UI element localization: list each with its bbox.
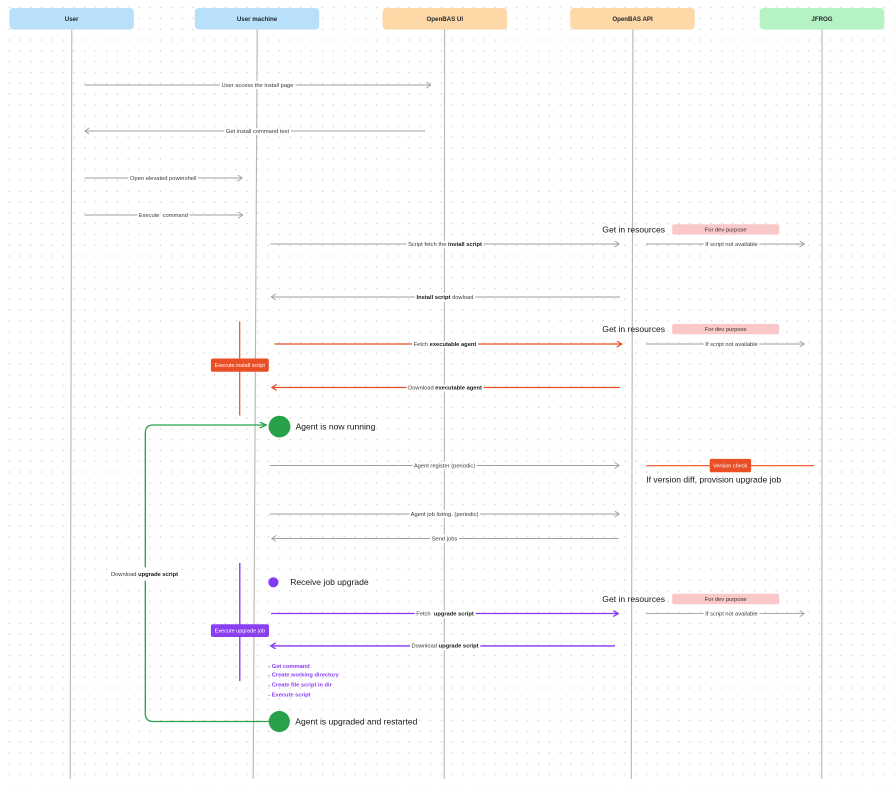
- svg-text:Get in resources: Get in resources: [602, 594, 665, 604]
- svg-text:If script not available: If script not available: [705, 342, 757, 348]
- svg-text:- Create file script in dir: - Create file script in dir: [268, 682, 332, 688]
- svg-text:If script not available: If script not available: [705, 242, 757, 248]
- svg-text:Fetch upgrade script: Fetch upgrade script: [416, 612, 474, 618]
- svg-text:Get in resources: Get in resources: [602, 324, 665, 334]
- svg-text:Download upgrade script: Download upgrade script: [111, 572, 178, 578]
- svg-text:Execute command: Execute command: [139, 213, 188, 219]
- svg-text:If version diff, provision upg: If version diff, provision upgrade job: [646, 475, 781, 485]
- svg-text:Install script dowload: Install script dowload: [417, 295, 474, 301]
- svg-text:Agent register (periodic): Agent register (periodic): [414, 463, 475, 469]
- svg-text:JFROG: JFROG: [811, 16, 832, 23]
- svg-text:Receive job upgrade: Receive job upgrade: [290, 577, 369, 587]
- svg-text:Download upgrade script: Download upgrade script: [411, 644, 478, 650]
- svg-text:Send jobs: Send jobs: [432, 536, 458, 542]
- svg-text:OpenBAS UI: OpenBAS UI: [427, 16, 464, 23]
- svg-text:Version check: Version check: [713, 464, 747, 470]
- svg-text:User: User: [65, 16, 79, 23]
- svg-text:- Get command: - Get command: [268, 664, 310, 670]
- svg-text:Execute install script: Execute install script: [215, 363, 266, 369]
- svg-text:For dev purpose: For dev purpose: [705, 327, 747, 333]
- svg-text:Agent is now running: Agent is now running: [296, 422, 376, 432]
- svg-text:User machine: User machine: [237, 16, 278, 23]
- svg-text:If script not available: If script not available: [705, 612, 757, 618]
- svg-text:Download executable agent: Download executable agent: [408, 385, 482, 391]
- svg-text:- Create working directory: - Create working directory: [268, 673, 339, 679]
- svg-text:Script fetch the install scrip: Script fetch the install script: [408, 242, 482, 248]
- svg-text:Open elevated powershell: Open elevated powershell: [130, 176, 197, 182]
- svg-text:Get in resources: Get in resources: [602, 225, 665, 235]
- svg-text:Fetch executable agent: Fetch executable agent: [414, 342, 477, 348]
- svg-text:Execute upgrade job: Execute upgrade job: [215, 629, 265, 635]
- svg-text:For dev purpose: For dev purpose: [705, 597, 747, 603]
- svg-text:User access the install page: User access the install page: [222, 83, 294, 89]
- svg-text:OpenBAS API: OpenBAS API: [612, 16, 653, 23]
- svg-text:Get install command text: Get install command text: [226, 129, 290, 135]
- svg-text:Agent job listing. (periodic): Agent job listing. (periodic): [411, 512, 479, 518]
- svg-text:For dev purpose: For dev purpose: [705, 227, 747, 233]
- svg-text:Agent is upgraded and restarte: Agent is upgraded and restarted: [295, 717, 417, 727]
- svg-text:- Execute script: - Execute script: [268, 692, 310, 698]
